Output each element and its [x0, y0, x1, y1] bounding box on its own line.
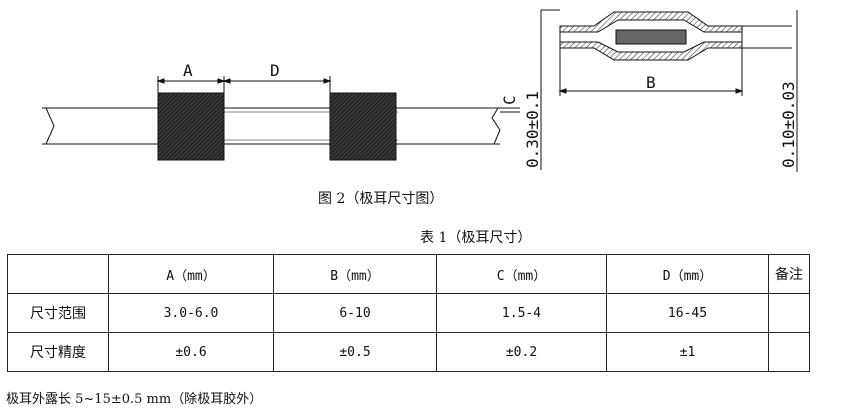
thickness-label-left: 0.30±0.1: [523, 91, 542, 168]
table-cell: ±0.5: [273, 332, 437, 372]
dimension-label-d: D: [270, 61, 280, 80]
thickness-dimension-left: [540, 9, 560, 170]
table-cell: 尺寸精度: [7, 332, 109, 372]
tab-dimension-drawing: A D C 0.30±0.1 B 0.10±0.03: [42, 9, 798, 172]
table-cell: 1.5-4: [436, 293, 607, 333]
table-header-cell: B（mm）: [273, 254, 437, 294]
table-header-cell: A（mm）: [108, 254, 274, 294]
dimension-lines-a-d: [156, 76, 332, 93]
glue-block-right: [329, 92, 397, 161]
table-cell: ±0.6: [108, 332, 274, 372]
table-cell: ±0.2: [436, 332, 607, 372]
table-header-cell: 备注: [768, 254, 810, 294]
table-row: 尺寸精度 ±0.6 ±0.5 ±0.2 ±1: [7, 332, 810, 372]
tab-cross-section: [559, 11, 792, 61]
dimension-line-c: [500, 107, 520, 113]
table-cell: [768, 293, 810, 333]
tab-dimension-table: A（mm） B（mm） C（mm） D（mm） 备注 尺寸范围 3.0-6.0 …: [7, 254, 810, 372]
table-cell: 16-45: [606, 293, 769, 333]
dimension-label-b: B: [646, 73, 656, 92]
table-cell: ±1: [606, 332, 769, 372]
footnote: 极耳外露长 5~15±0.5 mm（除极耳胶外）: [6, 392, 263, 407]
table-row: 尺寸范围 3.0-6.0 6-10 1.5-4 16-45: [7, 293, 810, 333]
table-cell: 3.0-6.0: [108, 293, 274, 333]
table-cell: 尺寸范围: [7, 293, 109, 333]
table-header-row: A（mm） B（mm） C（mm） D（mm） 备注: [7, 254, 810, 294]
tab-strip-side-view: [42, 107, 501, 145]
figure-caption: 图 2（极耳尺寸图）: [318, 191, 444, 207]
thickness-label-right: 0.10±0.03: [779, 81, 798, 168]
table-header-cell: D（mm）: [606, 254, 769, 294]
dimension-line-b: [558, 48, 744, 96]
dimension-label-c: C: [500, 95, 519, 105]
table-caption: 表 1（极耳尺寸）: [420, 230, 532, 246]
table-header-cell: [7, 254, 109, 294]
glue-block-left: [157, 92, 225, 161]
table-header-cell: C（mm）: [436, 254, 607, 294]
table-cell: 6-10: [273, 293, 437, 333]
table-cell: [768, 332, 810, 372]
dimension-label-a: A: [183, 61, 193, 80]
